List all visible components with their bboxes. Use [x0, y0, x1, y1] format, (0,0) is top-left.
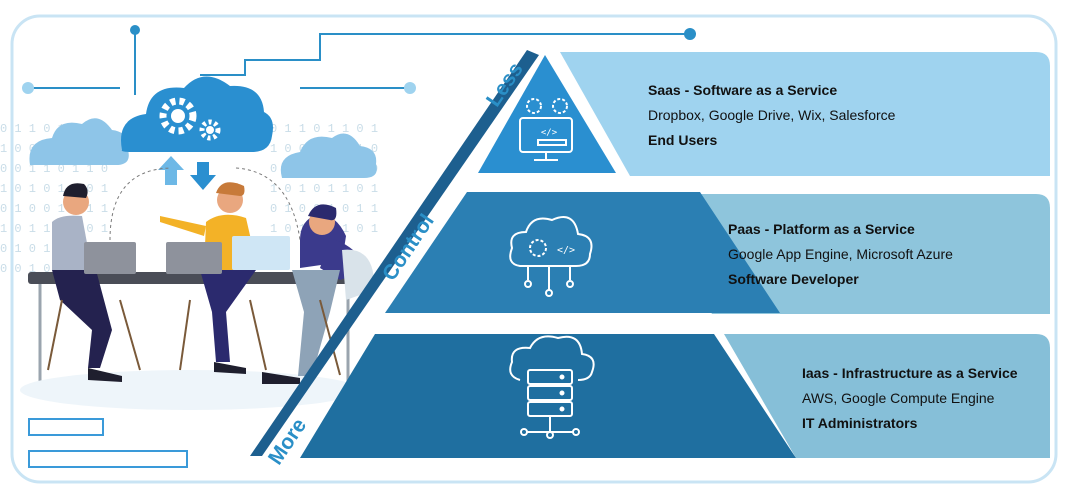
person-left — [52, 183, 136, 382]
placeholder-box-bottom — [28, 450, 188, 468]
band-saas — [560, 52, 1050, 176]
pyramid-tier-iaas — [300, 334, 796, 458]
tier-iaas-title: Iaas - Infrastructure as a Service — [802, 365, 1018, 381]
frame-border — [10, 14, 1058, 484]
tier-paas-examples: Google App Engine, Microsoft Azure — [728, 246, 953, 262]
small-cloud-left — [29, 118, 129, 165]
tier-saas-audience: End Users — [648, 132, 718, 148]
person-right — [232, 204, 375, 384]
small-cloud-right — [280, 133, 377, 178]
placeholder-box-top — [28, 418, 104, 436]
tier-paas-text: Paas - Platform as a Service Google App … — [728, 221, 953, 287]
svg-text:0 0 1 1 0 1 1 0: 0 0 1 1 0 1 1 0 — [0, 162, 108, 176]
person-middle — [160, 182, 258, 374]
svg-text:1 0 1 0 1 1 0 1: 1 0 1 0 1 1 0 1 — [270, 182, 378, 196]
cloud-gear-code-icon: </> — [519, 98, 573, 161]
tier-paas-audience: Software Developer — [728, 271, 859, 287]
tier-iaas-text: Iaas - Infrastructure as a Service AWS, … — [802, 365, 1018, 431]
tier-iaas-audience: IT Administrators — [802, 415, 918, 431]
pyramid-tier-saas — [478, 55, 616, 173]
svg-text:</>: </> — [557, 245, 575, 256]
main-cloud-gear-icon — [121, 76, 273, 152]
tier-paas-title: Paas - Platform as a Service — [728, 221, 915, 237]
tier-saas-examples: Dropbox, Google Drive, Wix, Salesforce — [648, 107, 896, 123]
cloud-server-icon — [509, 335, 595, 439]
band-iaas — [724, 334, 1050, 458]
dotted-connection — [109, 167, 301, 241]
pyramid-tier-paas — [385, 192, 780, 313]
tier-iaas-examples: AWS, Google Compute Engine — [802, 390, 995, 406]
svg-text:0 1 1 0 1 1 0 1: 0 1 1 0 1 1 0 1 — [270, 122, 378, 136]
chairs — [47, 299, 341, 376]
tier-saas-title: Saas - Software as a Service — [648, 82, 838, 98]
circuit-lines — [30, 30, 690, 95]
sync-arrows-icon — [158, 156, 216, 190]
tier-saas-text: Saas - Software as a Service Dropbox, Go… — [648, 82, 895, 148]
circuit-nodes — [22, 25, 696, 94]
cloud-network-code-icon: </> — [509, 216, 593, 297]
control-axis-bar — [250, 50, 539, 456]
svg-text:</>: </> — [541, 128, 558, 138]
